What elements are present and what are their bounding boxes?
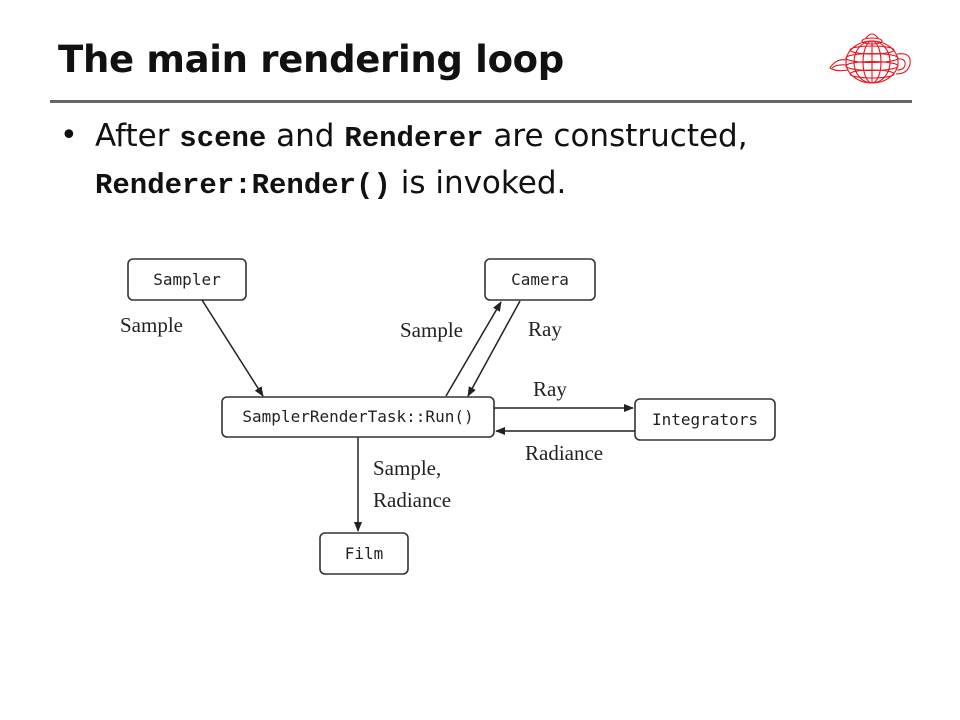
slide-title: The main rendering loop bbox=[58, 38, 564, 81]
edge-task-to-camera bbox=[445, 301, 502, 397]
node-camera-label: Camera bbox=[511, 270, 569, 289]
teapot-logo-icon bbox=[829, 33, 911, 84]
node-task-label: SamplerRenderTask::Run() bbox=[242, 407, 473, 426]
edge-label-sample-2: Sample bbox=[400, 318, 463, 342]
code-render-call: Renderer:Render() bbox=[95, 169, 391, 202]
title-divider bbox=[50, 100, 912, 103]
edge-sampler-to-task bbox=[201, 299, 264, 397]
edge-label-sample-comma: Sample, bbox=[373, 456, 441, 480]
edge-label-ray-1: Ray bbox=[528, 317, 562, 341]
node-sampler-label: Sampler bbox=[153, 270, 221, 289]
node-integrators-label: Integrators bbox=[652, 410, 758, 429]
render-loop-diagram: Sampler Camera SamplerRenderTask::Run() … bbox=[120, 258, 776, 575]
code-renderer: Renderer bbox=[344, 122, 484, 155]
edge-camera-to-task bbox=[467, 300, 521, 397]
node-film: Film bbox=[319, 532, 409, 575]
bullet-text-part: After bbox=[95, 118, 180, 154]
bullet-text: After scene and Renderer are constructed… bbox=[95, 114, 895, 208]
edge-label-radiance: Radiance bbox=[525, 441, 603, 465]
bullet-text-part: are constructed, bbox=[483, 118, 748, 154]
edge-label-sample-1: Sample bbox=[120, 313, 183, 337]
edge-label-radiance-film: Radiance bbox=[373, 488, 451, 512]
node-sampler: Sampler bbox=[127, 258, 247, 301]
node-integrators: Integrators bbox=[634, 398, 776, 441]
node-camera: Camera bbox=[484, 258, 596, 301]
bullet-text-part: is invoked. bbox=[390, 165, 567, 201]
node-film-label: Film bbox=[345, 544, 384, 563]
bullet-marker: • bbox=[60, 118, 78, 153]
bullet-text-part: and bbox=[266, 118, 345, 154]
code-scene: scene bbox=[179, 122, 267, 155]
edge-label-ray-2: Ray bbox=[533, 377, 567, 401]
node-sampler-render-task: SamplerRenderTask::Run() bbox=[221, 396, 495, 438]
